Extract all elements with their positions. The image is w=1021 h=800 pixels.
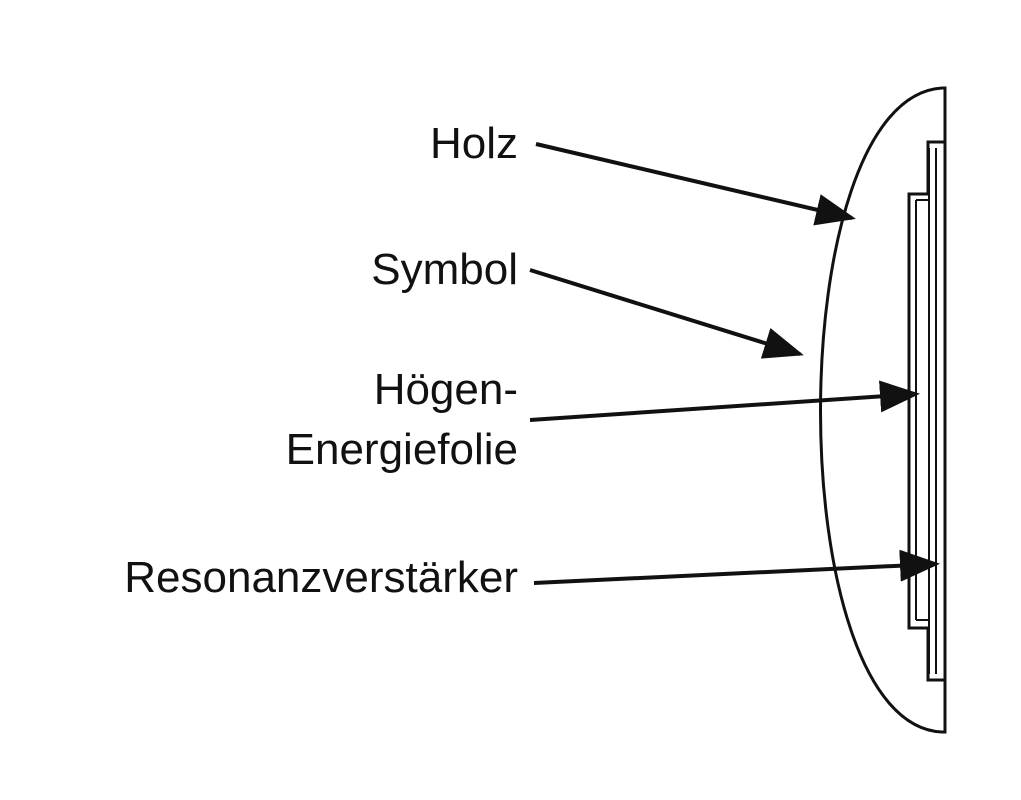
label-resonance-amplifier: Resonanzverstärker	[124, 553, 518, 602]
back-plate-outline	[907, 86, 947, 734]
arrow-symbol	[529, 268, 804, 359]
wood-dome-outline	[819, 86, 943, 734]
energy-foil-layer	[915, 199, 930, 621]
label-symbol: Symbol	[371, 245, 518, 294]
arrow-energy-foil	[529, 380, 920, 422]
arrow-resonance-amplifier	[533, 549, 940, 585]
label-energy-foil-line1: Högen-	[373, 365, 518, 414]
label-energy-foil-line2: Energiefolie	[285, 425, 518, 474]
arrow-holz	[535, 142, 856, 226]
label-holz: Holz	[429, 119, 518, 168]
resonance-amplifier-layer	[928, 148, 937, 674]
